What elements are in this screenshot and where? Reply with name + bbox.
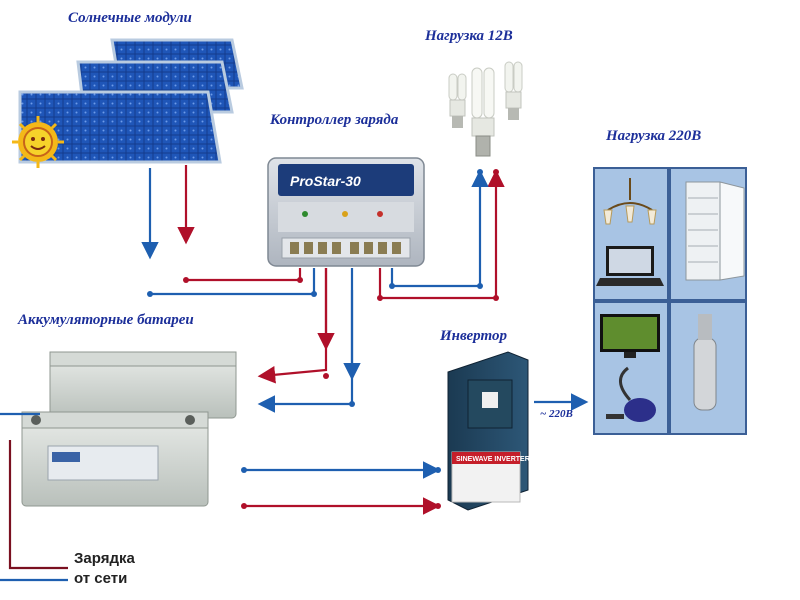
laptop-icon <box>596 246 664 286</box>
wire-junction-dots <box>147 169 499 509</box>
label-load-12v: Нагрузка 12В <box>425 28 513 44</box>
charge-controller-device: ProStar-30 <box>267 157 425 267</box>
label-grid-charge-line2: от сети <box>74 570 128 587</box>
refrigerator-icon <box>685 181 745 281</box>
label-load-220v: Нагрузка 220В <box>606 128 702 144</box>
label-charge-controller: Контроллер заряда <box>270 112 399 128</box>
vacuum-cleaner-icon <box>606 366 656 422</box>
label-solar-modules: Солнечные модули <box>68 10 192 26</box>
solar-panels <box>18 38 244 164</box>
wire-load-positive <box>378 169 505 300</box>
battery-back <box>49 351 237 419</box>
sun-logo-icon <box>12 116 64 168</box>
label-grid-charge-line1: Зарядка <box>74 550 135 567</box>
wire-ctrl-batt-negative <box>257 268 354 413</box>
inverter-device: SINEWAVE INVERTER <box>447 351 530 511</box>
wire-load-negative <box>390 169 489 288</box>
label-batteries: Аккумуляторные батареи <box>18 312 194 328</box>
inverter-brand: SINEWAVE INVERTER <box>456 456 530 463</box>
wire-ctrl-batt-positive <box>257 268 328 384</box>
label-ac-voltage: ~ 220В <box>540 408 573 420</box>
controller-brand: ProStar-30 <box>290 173 361 189</box>
label-inverter: Инвертор <box>440 328 507 344</box>
chandelier-icon <box>603 178 657 225</box>
water-pump-icon <box>693 314 717 411</box>
tv-icon <box>600 314 660 358</box>
cfl-bulbs-icon <box>448 61 523 157</box>
battery-front <box>21 411 209 507</box>
